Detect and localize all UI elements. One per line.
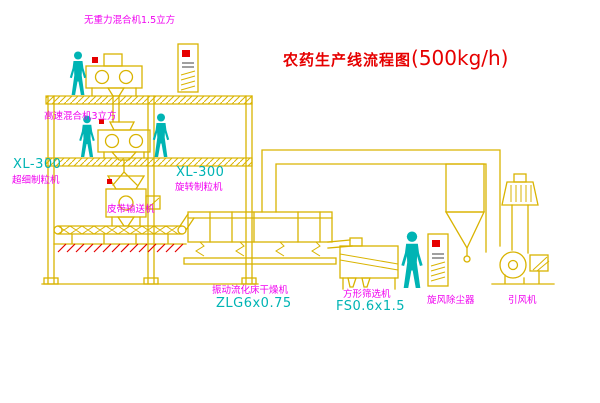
fluid-bed-dryer-label: 振动流化床干燥机 — [212, 285, 289, 296]
indicator-light — [107, 179, 112, 184]
building-frame — [41, 95, 259, 285]
indicator-light — [432, 240, 440, 247]
belt-conveyor — [53, 213, 195, 245]
fine-granulator-model-label: XL-300 — [13, 157, 62, 172]
square-sifter-model-label: FS0.6x1.5 — [336, 299, 406, 314]
indicator-light — [182, 50, 190, 57]
gravity-mixer-label: 无重力混合机1.5立方 — [84, 15, 176, 26]
fine-granulator-label: 超细制粒机 — [12, 175, 60, 186]
control-panel-lower — [427, 233, 449, 287]
induced-draft-fan — [491, 251, 555, 285]
square-sifter — [339, 237, 399, 290]
high-speed-mixer-label: 高速混合机3立方 — [44, 111, 117, 122]
high-speed-mixer — [97, 119, 151, 186]
cyclone-dust-collector — [444, 163, 486, 263]
square-sifter-label: 方形筛选机 — [343, 289, 391, 300]
worker-figure-ground — [401, 231, 423, 288]
fluid-bed-dryer-model-label: ZLG6x0.75 — [216, 296, 292, 311]
control-panel-upper — [177, 43, 199, 93]
rotary-granulator — [105, 175, 161, 227]
induced-draft-fan-label: 引风机 — [508, 295, 537, 306]
rotary-granulator-label: 旋转制粒机 — [175, 182, 223, 193]
cyclone-dust-collector-label: 旋风除尘器 — [427, 295, 475, 306]
indicator-light — [99, 119, 104, 124]
diagram-title-text: 农药生产线流程图 — [283, 51, 412, 69]
rotary-granulator-model-label: XL-300 — [176, 165, 225, 180]
worker-figure-top-floor — [69, 51, 87, 95]
belt-conveyor-label: 皮带输送机 — [107, 204, 155, 215]
exhaust-duct — [261, 149, 501, 253]
ground-hatch — [57, 243, 184, 253]
diagram-title: 农药生产线流程图(500kg/h) — [283, 48, 509, 69]
exhaust-stack — [501, 173, 539, 254]
worker-figure-mid-floor-right — [152, 113, 170, 157]
fluid-bed-dryer — [183, 211, 353, 265]
diagram-title-capacity: (500kg/h) — [411, 46, 509, 70]
indicator-light — [92, 57, 98, 63]
